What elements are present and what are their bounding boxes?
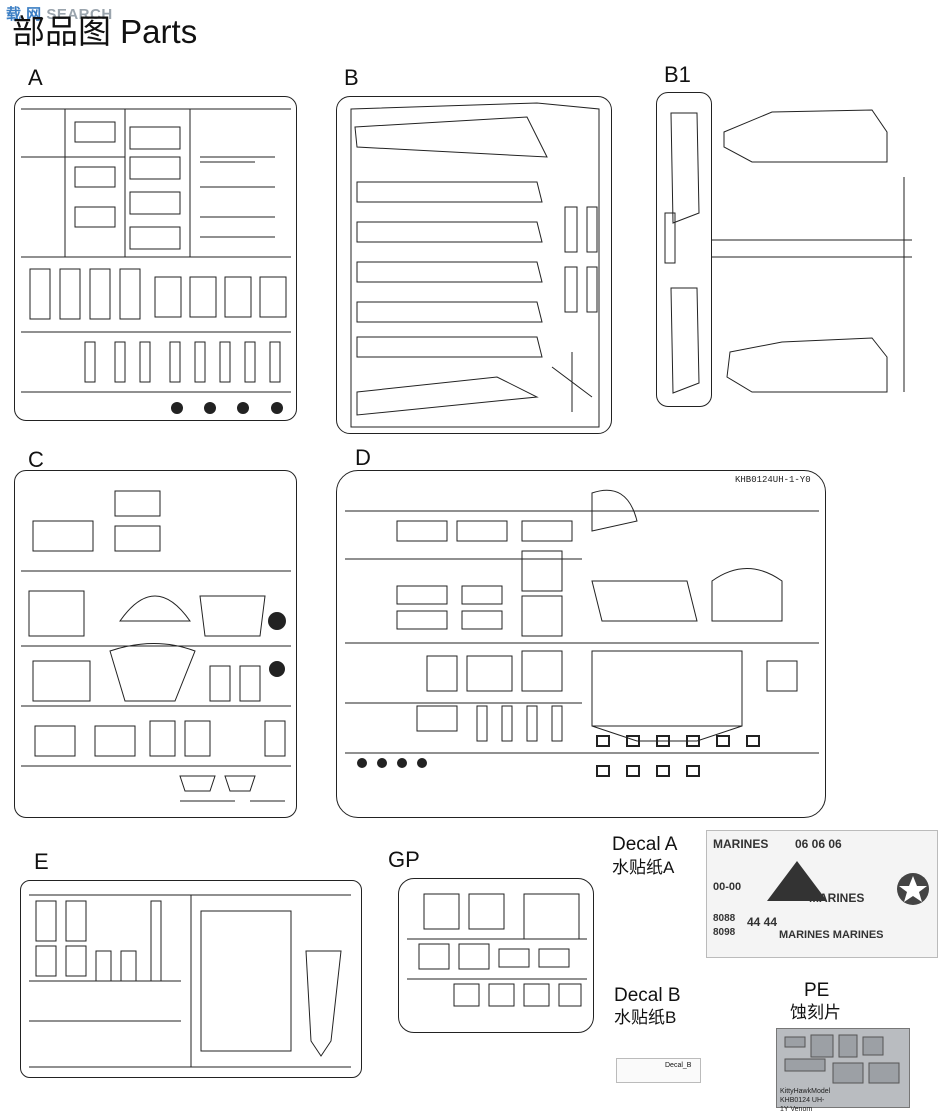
sprue-b1-parts	[712, 92, 932, 407]
pe-sub: 蚀刻片	[790, 1003, 841, 1022]
sprue-gp-drawing	[407, 893, 587, 1007]
sprue-label-d: D	[355, 445, 371, 470]
decal-b-sheet: Decal_B	[616, 1058, 701, 1083]
decal-a-44: 44 44	[747, 915, 778, 929]
sprue-e-drawing	[29, 894, 351, 1068]
pe-label: PE	[804, 980, 830, 1001]
pe-sheet-drawing	[784, 1034, 900, 1084]
sprue-d-drawing	[345, 489, 819, 777]
sprue-e	[20, 880, 362, 1078]
sprue-d: KHB0124UH-1-Y0	[336, 470, 826, 818]
decal-b-label: Decal B	[614, 985, 681, 1006]
sprue-label-b1: B1	[664, 62, 691, 87]
watermark: 载 网 SEARCH	[6, 3, 113, 24]
decal-a-marines-1: MARINES	[713, 837, 769, 851]
decal-a-label: Decal A	[612, 834, 678, 855]
sprue-b1-parts-drawing	[712, 109, 912, 393]
decal-a-code-1: 00-00	[713, 881, 742, 893]
sprue-label-b: B	[344, 65, 359, 90]
decal-a-serial-top: 06 06 06	[795, 837, 842, 851]
decal-b-sheet-text: Decal_B	[665, 1062, 692, 1069]
sprue-label-a: A	[28, 65, 43, 90]
sprue-c	[14, 470, 297, 818]
decal-a-marines-3: MARINES MARINES	[779, 929, 884, 941]
page-title: 部品图 Parts	[12, 13, 198, 50]
decal-a-8098: 8098	[713, 927, 736, 938]
sprue-label-c: C	[28, 447, 44, 472]
sprue-a-drawing	[21, 108, 291, 414]
decal-a-sheet: MARINES 06 06 06 00-00 MARINES 8088 8098…	[706, 830, 938, 958]
decal-a-marines-2: MARINES	[809, 891, 865, 905]
sprue-a	[14, 96, 297, 421]
sprue-b-drawing	[350, 102, 600, 428]
sprue-b1-frame	[656, 92, 712, 407]
pe-sheet-text: KittyHawkModel KHB0124 UH-1Y Venom	[780, 1088, 831, 1113]
sprue-d-code: KHB0124UH-1-Y0	[735, 475, 811, 485]
sprue-b	[336, 96, 612, 434]
decal-a-sub: 水贴纸A	[612, 858, 675, 877]
decal-a-roundel	[897, 873, 929, 905]
sprue-label-gp: GP	[388, 847, 420, 872]
sprue-gp	[398, 878, 594, 1033]
watermark-site: SEARCH	[46, 6, 113, 23]
sprue-label-e: E	[34, 849, 49, 874]
pe-sheet: KittyHawkModel KHB0124 UH-1Y Venom	[776, 1028, 910, 1113]
decal-b-sub: 水贴纸B	[614, 1008, 677, 1027]
sprue-b1-frame-drawing	[664, 112, 700, 394]
decal-a-8088: 8088	[713, 913, 736, 924]
watermark-prefix: 载 网	[6, 6, 42, 23]
decal-a-emblem	[767, 861, 827, 901]
sprue-c-drawing	[21, 490, 291, 802]
